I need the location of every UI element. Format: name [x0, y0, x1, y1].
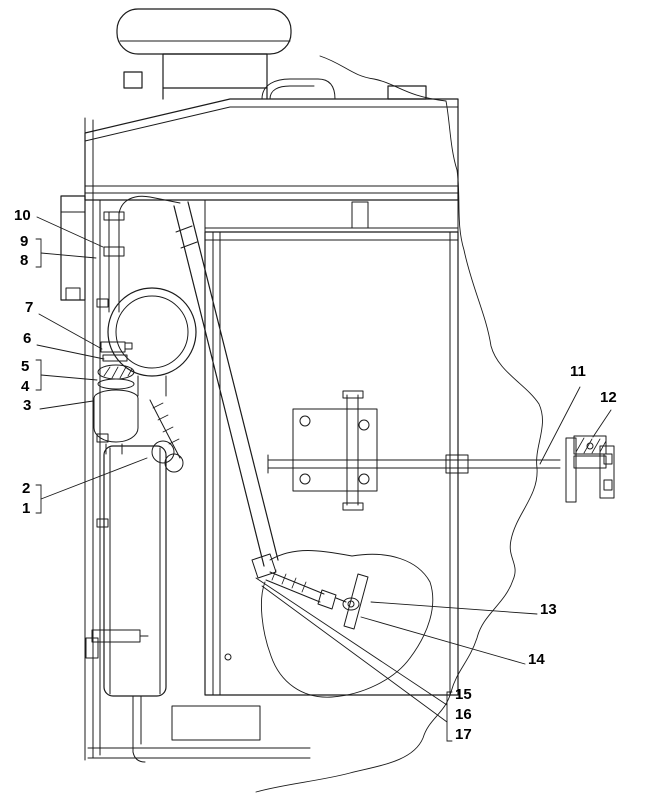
leader-2-1 — [40, 457, 148, 500]
leader-9-8 — [40, 252, 97, 259]
leader-3 — [39, 400, 94, 410]
leader-12 — [592, 409, 612, 438]
callout-17: 17 — [455, 726, 472, 743]
bracket-15-16-17 — [446, 691, 453, 742]
callout-10: 10 — [14, 207, 31, 224]
leader-7 — [38, 313, 103, 350]
callout-11: 11 — [570, 363, 586, 380]
machine-frame — [87, 231, 459, 759]
leader-15-16-17-b — [261, 585, 448, 723]
left-side-panel — [60, 117, 149, 761]
leader-14 — [360, 616, 526, 665]
callout-7: 7 — [25, 299, 34, 316]
leader-10 — [36, 216, 104, 248]
callout-12: 12 — [600, 389, 617, 406]
callout-6: 6 — [23, 330, 32, 347]
inlet-elbow — [149, 399, 184, 473]
engine-deck — [84, 78, 459, 233]
leader-lines — [35, 216, 612, 742]
callout-15: 15 — [455, 686, 472, 703]
air-cleaner-canister — [103, 445, 167, 763]
callout-14: 14 — [528, 651, 545, 668]
callout-13: 13 — [540, 601, 557, 618]
muffler — [116, 8, 292, 100]
bracket-5-4 — [35, 359, 42, 391]
lower-hose-assembly — [265, 569, 369, 630]
intake-hose — [173, 201, 279, 579]
filter-housing — [107, 287, 197, 397]
callout-8: 8 — [20, 252, 29, 269]
leader-6 — [36, 344, 105, 360]
leader-13 — [370, 601, 538, 615]
callout-9: 9 — [20, 233, 29, 250]
clamp-stack — [93, 341, 139, 455]
callout-1: 1 — [22, 500, 31, 517]
bracket-9-8 — [35, 238, 42, 268]
callout-4: 4 — [21, 378, 30, 395]
control-rod — [267, 454, 561, 474]
leader-5-4 — [40, 374, 98, 381]
right-bracket — [565, 435, 615, 503]
callout-3: 3 — [23, 397, 32, 414]
breather-pipe — [103, 195, 181, 313]
callout-16: 16 — [455, 706, 472, 723]
callout-5: 5 — [21, 358, 30, 375]
callout-2: 2 — [22, 480, 31, 497]
leader-11 — [539, 386, 581, 465]
mid-bracket — [292, 390, 378, 511]
machine-outline — [60, 8, 615, 763]
leader-15-16-17-a — [255, 577, 448, 706]
bracket-2-1 — [35, 484, 42, 514]
torn-edge-curves — [255, 55, 543, 793]
